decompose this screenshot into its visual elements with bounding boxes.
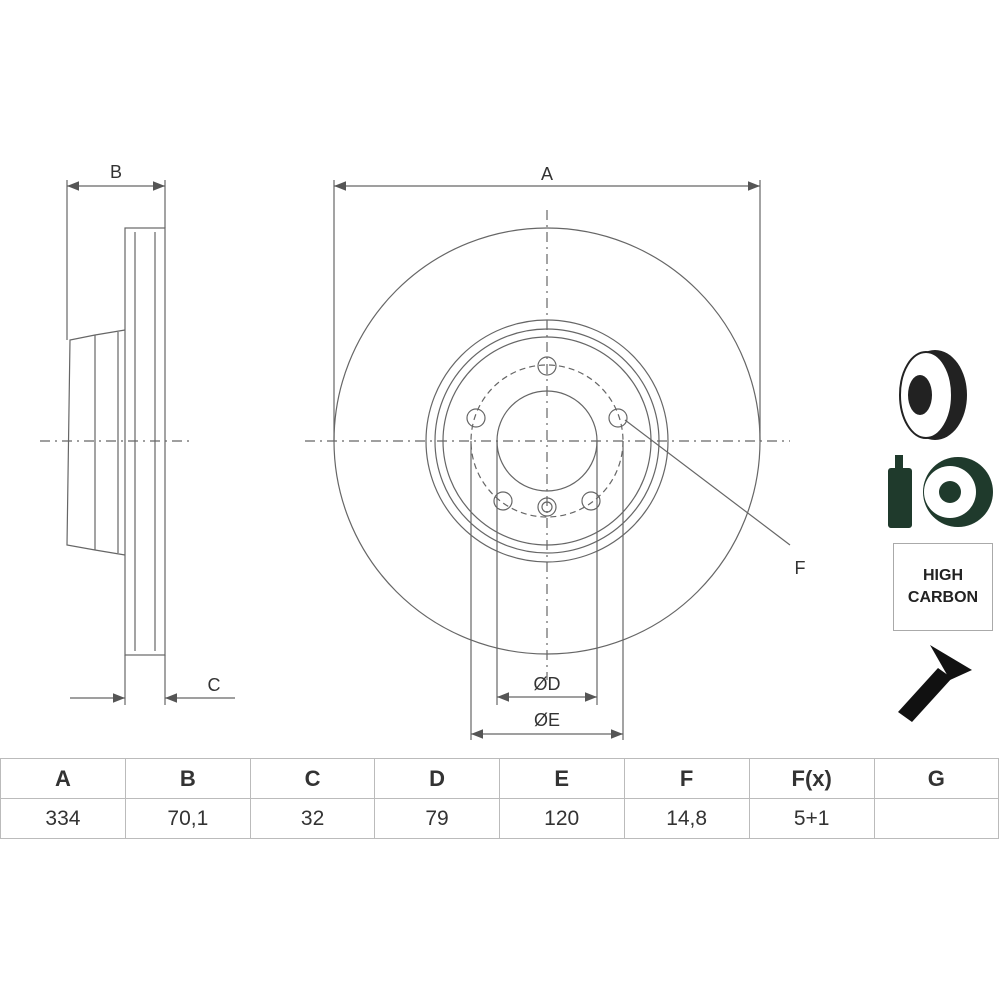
header-cell: F(x) — [748, 758, 875, 799]
value-cell — [873, 798, 1000, 839]
header-cell: C — [249, 758, 376, 799]
front-view — [305, 210, 790, 680]
label-b: B — [110, 162, 122, 182]
value-cell: 5+1 — [748, 798, 875, 839]
leader-f — [624, 419, 791, 546]
value-cell: 120 — [498, 798, 625, 839]
header-cell: F — [623, 758, 750, 799]
header-cell: D — [374, 758, 500, 799]
vented-disc-icon — [899, 350, 967, 440]
badge-line-2: CARBON — [907, 589, 979, 606]
header-cell: B — [124, 758, 251, 799]
table-header-row: A B C D E F F(x) G — [0, 758, 1000, 799]
value-cell: 70,1 — [124, 798, 251, 839]
label-f: F — [795, 558, 806, 578]
value-cell: 334 — [0, 798, 126, 839]
label-d: ØD — [534, 674, 561, 694]
technical-drawing: B A C F ØD ØE — [40, 162, 993, 740]
dimension-table: A B C D E F F(x) G 334 70,1 32 79 120 14… — [0, 758, 1000, 839]
label-e: ØE — [534, 710, 560, 730]
label-a: A — [541, 164, 553, 184]
header-cell: E — [498, 758, 625, 799]
value-cell: 79 — [374, 798, 500, 839]
high-carbon-badge: HIGH CARBON — [893, 543, 993, 631]
side-view — [40, 227, 190, 656]
header-cell: G — [873, 758, 1000, 799]
header-cell: A — [0, 758, 126, 799]
coated-disc-spray-icon — [888, 455, 993, 528]
table-row: 334 70,1 32 79 120 14,8 5+1 — [0, 798, 1000, 839]
value-cell: 14,8 — [623, 798, 750, 839]
label-c: C — [208, 675, 221, 695]
screw-icon — [898, 645, 972, 722]
value-cell: 32 — [249, 798, 376, 839]
badge-line-1: HIGH — [923, 567, 963, 584]
